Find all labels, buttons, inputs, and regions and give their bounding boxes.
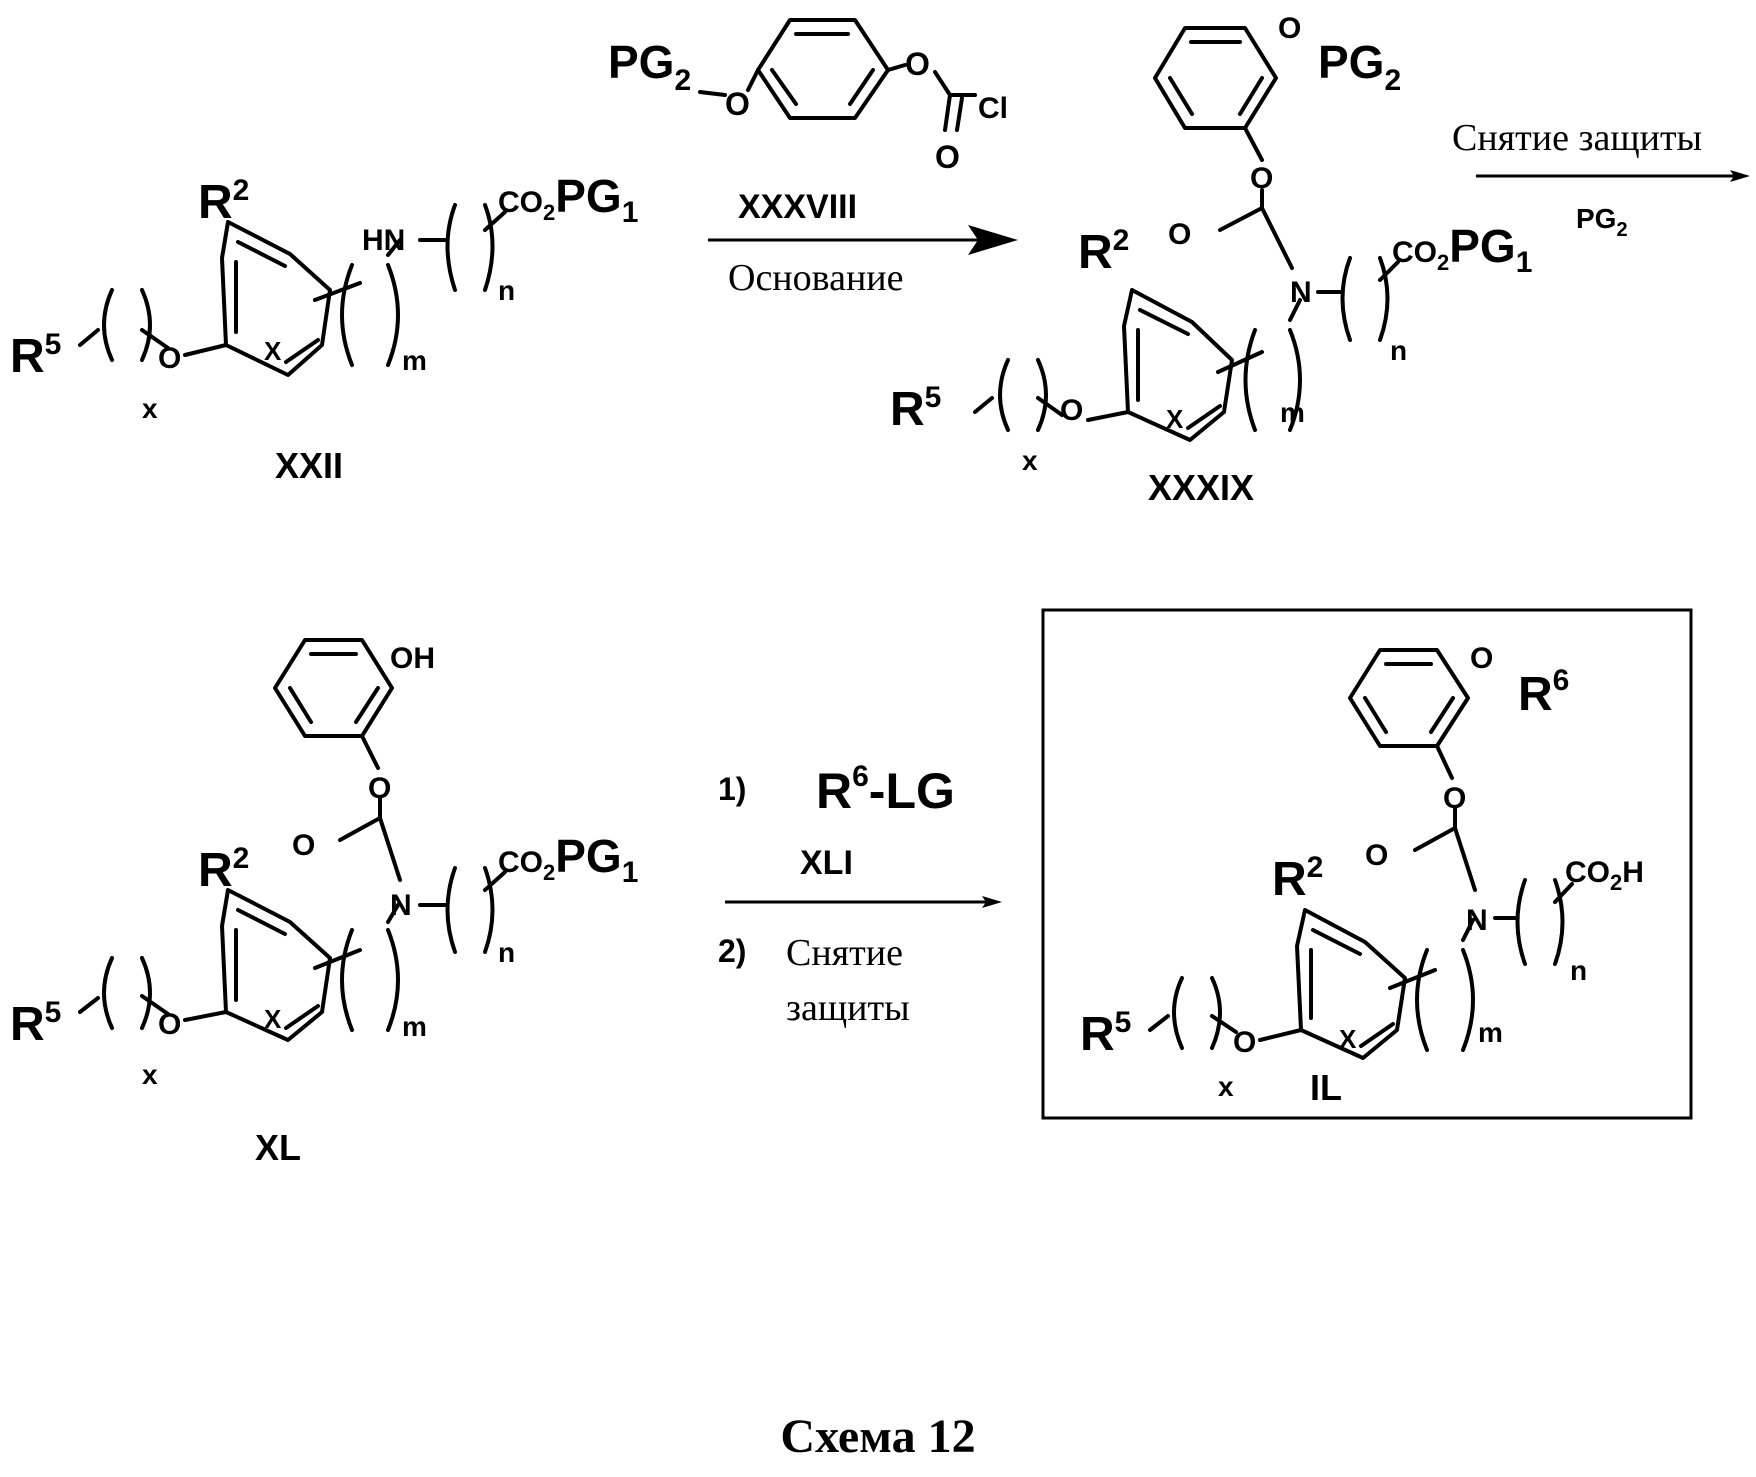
xxxix-aryl-o: O <box>1278 12 1301 45</box>
step1-condition: Основание <box>728 257 904 299</box>
step3-reagent: R6-LG <box>816 760 955 819</box>
il-n-index: n <box>1570 955 1587 986</box>
xxxix-m-index: m <box>1280 397 1305 428</box>
xl-x-atom: X <box>264 1004 282 1034</box>
xxxix-n-index: n <box>1390 335 1407 366</box>
xxxviii-carbonyl-o: O <box>935 139 960 175</box>
il-r6: R6 <box>1518 664 1569 721</box>
xxxviii-cl: Cl <box>978 92 1008 125</box>
xxxix-r5: R5 <box>890 381 941 436</box>
compound-xl: OH O O R2 N CO2PG1 n R5 O X m x XL <box>10 640 638 1168</box>
step1-reagent-label: XXXVIII <box>738 188 857 226</box>
xl-label: XL <box>255 1127 301 1168</box>
il-carbonyl-o: O <box>1365 839 1388 872</box>
xl-m-index: m <box>402 1011 427 1042</box>
xxxix-x-atom: X <box>1166 404 1184 434</box>
xxxix-n: N <box>1290 276 1312 309</box>
il-r2: R2 <box>1272 851 1323 906</box>
xxxix-x-index: x <box>1022 445 1038 476</box>
xxxix-label: XXXIX <box>1148 467 1254 508</box>
xl-x-index: x <box>142 1059 158 1090</box>
xxxviii-o-left: O <box>725 86 750 122</box>
scheme-caption: Схема 12 <box>780 1410 975 1463</box>
xxii-x-index: x <box>142 393 158 424</box>
step3-item2-line1: Снятие <box>786 932 903 974</box>
step2-pg2: PG2 <box>1576 203 1628 241</box>
xxxviii-o-right: O <box>905 46 930 82</box>
xl-ether-o: O <box>158 1008 181 1041</box>
xxxix-carbonyl-o: O <box>1168 218 1191 251</box>
il-x-atom: X <box>1339 1024 1357 1054</box>
xxii-x-atom: X <box>264 336 282 366</box>
xl-r5: R5 <box>10 996 61 1051</box>
il-x-index: x <box>1218 1071 1234 1102</box>
compound-il: O R6 O O R2 N CO2H n R5 O X m x IL <box>1043 610 1691 1118</box>
xxii-label: XXII <box>275 445 343 486</box>
step3-item1-num: 1) <box>718 771 746 807</box>
il-aryl-o: O <box>1470 642 1493 675</box>
xxii-m-index: m <box>402 345 427 376</box>
il-n: N <box>1466 904 1488 937</box>
compound-xxii: R2 R5 O X x HN m n CO2PG1 XXII <box>10 170 638 486</box>
xxii-ether-o: O <box>158 342 181 375</box>
xxii-r5: R5 <box>10 328 61 383</box>
xxii-ester: CO2PG1 <box>498 170 638 229</box>
xxii-n-index: n <box>498 275 515 306</box>
step3-reagent-label: XLI <box>800 844 853 882</box>
xl-r2: R2 <box>198 842 249 897</box>
il-ether-o: O <box>1233 1026 1256 1059</box>
il-ester-o: O <box>1443 782 1466 815</box>
step2-condition: Снятие защиты <box>1452 117 1702 159</box>
xxxix-ester-o: O <box>1250 162 1273 195</box>
compound-xxxix: O PG2 O O R2 N CO2PG1 n R5 O X m x XXXIX <box>890 12 1532 508</box>
xxxix-aryl-pg2: PG2 <box>1318 36 1401 97</box>
xl-n-index: n <box>498 937 515 968</box>
xxxix-ester: CO2PG1 <box>1392 220 1532 279</box>
il-acid: CO2H <box>1565 856 1644 895</box>
il-m-index: m <box>1478 1017 1503 1048</box>
xl-ester: CO2PG1 <box>498 830 638 889</box>
xxii-r2: R2 <box>198 174 249 229</box>
xxxviii-pg2: PG2 <box>608 36 691 97</box>
xl-oh: OH <box>390 642 435 675</box>
xl-n: N <box>390 889 412 922</box>
compound-xxxviii: PG2 O O Cl O <box>608 20 1008 175</box>
xl-ester-o: O <box>368 772 391 805</box>
arrow-step-3: 1) R6-LG XLI 2) Снятие защиты <box>718 760 1002 1029</box>
arrow-step-1: XXXVIII Основание <box>708 188 1018 299</box>
step3-item2-line2: защиты <box>786 987 910 1029</box>
xxxix-r2: R2 <box>1078 224 1129 279</box>
il-r5: R5 <box>1080 1006 1131 1061</box>
step3-item2-num: 2) <box>718 933 746 969</box>
xl-carbonyl-o: O <box>292 829 315 862</box>
xxii-hn: HN <box>362 224 405 257</box>
il-label: IL <box>1310 1067 1342 1108</box>
xxxix-ether-o: O <box>1060 394 1083 427</box>
